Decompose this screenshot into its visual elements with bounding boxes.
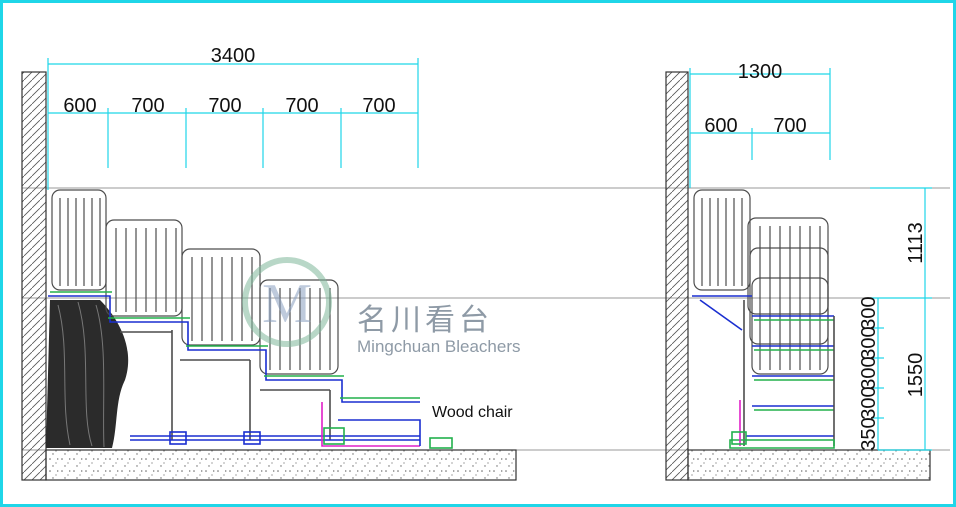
right-overall-dimension: 1300 [738, 61, 783, 83]
left-tier-frame [48, 291, 453, 449]
wood-chair-label: Wood chair [432, 404, 513, 421]
watermark-logo-letter: M [262, 273, 312, 335]
step-height-dimension: 350 [858, 417, 880, 450]
left-segment-dimension: 700 [208, 95, 241, 117]
watermark-name-en: Mingchuan Bleachers [357, 337, 520, 356]
left-overall-dimension: 3400 [211, 45, 256, 67]
left-floor [45, 449, 517, 481]
right-segment-dimension: 700 [773, 115, 806, 137]
left-segment-dimension: 600 [63, 95, 96, 117]
right-floor [687, 449, 931, 481]
left-segment-dimension: 700 [131, 95, 164, 117]
left-segment-dimension: 700 [362, 95, 395, 117]
step-height-dimension: 300 [858, 326, 880, 359]
step-height-dimension: 300 [858, 386, 880, 419]
step-height-dimension: 300 [858, 356, 880, 389]
right-height-dimension: 1550 [905, 353, 927, 398]
watermark: M [242, 257, 332, 347]
left-chairs [51, 189, 339, 375]
left-dimensions [47, 58, 419, 190]
curtain [46, 300, 129, 448]
watermark-name-cn: 名川看台 [357, 303, 493, 338]
right-dimensions [689, 68, 932, 451]
left-wall [21, 71, 47, 481]
right-height-dimension: 1113 [905, 222, 927, 264]
right-segment-dimension: 600 [704, 115, 737, 137]
left-segment-dimension: 700 [285, 95, 318, 117]
right-wall [665, 71, 689, 481]
step-height-dimension: 300 [858, 296, 880, 329]
bleacher-drawing: 3400 600 700 700 700 700 [21, 45, 950, 481]
right-tier-frame [692, 295, 835, 449]
